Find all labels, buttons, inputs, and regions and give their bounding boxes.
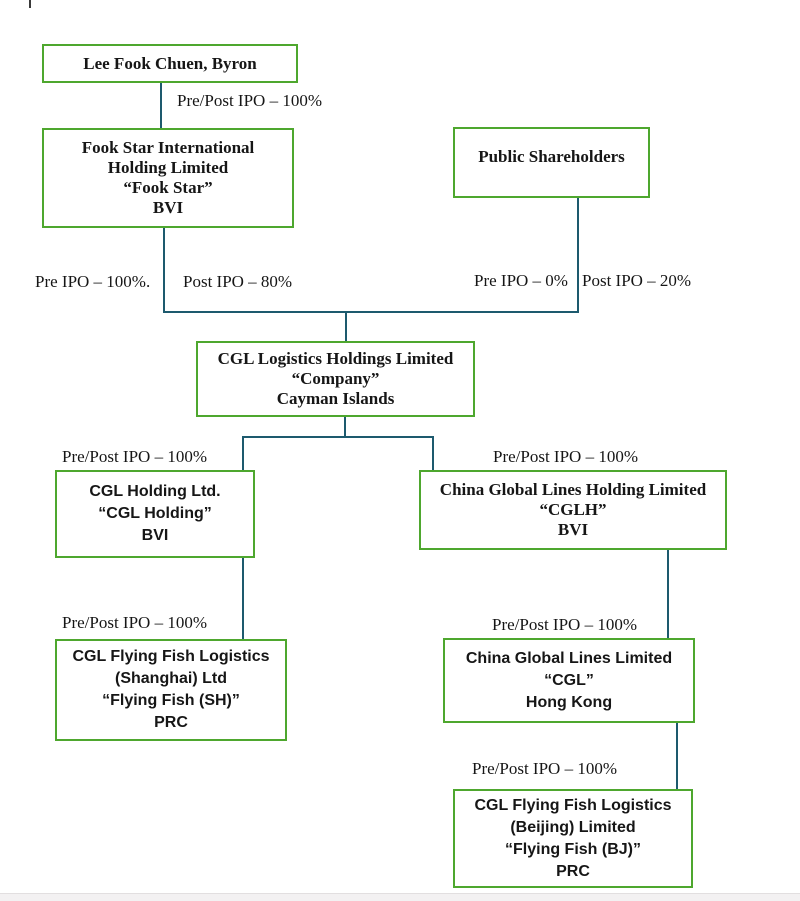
node-text-line: (Shanghai) Ltd bbox=[115, 670, 227, 687]
node-text-line: Lee Fook Chuen, Byron bbox=[83, 53, 257, 73]
edge-label-hk-to-bj: Pre/Post IPO – 100% bbox=[472, 759, 617, 778]
connector-stub-company-top bbox=[345, 311, 347, 341]
node-china-global-lines-holding: China Global Lines Holding Limited “CGLH… bbox=[419, 470, 727, 550]
node-text-line: PRC bbox=[154, 714, 188, 731]
page-bottom-band bbox=[0, 893, 800, 901]
node-text-line: CGL Logistics Holdings Limited bbox=[217, 349, 454, 368]
node-text-line: Cayman Islands bbox=[276, 389, 395, 408]
edge-label-company-to-cglh: Pre/Post IPO – 100% bbox=[493, 447, 638, 466]
connector-split-horizontal bbox=[242, 436, 434, 438]
node-text-line: “Flying Fish (SH)” bbox=[102, 692, 240, 709]
node-text-line: China Global Lines Holding Limited bbox=[439, 480, 707, 499]
connector-cglholding-to-flyingfish-sh bbox=[242, 557, 244, 639]
edge-label-company-to-cglholding: Pre/Post IPO – 100% bbox=[62, 447, 207, 466]
node-cgl-logistics-holdings: CGL Logistics Holdings Limited “Company”… bbox=[196, 341, 475, 417]
node-text-line: “Fook Star” bbox=[123, 178, 213, 197]
edge-label-cglh-to-hk: Pre/Post IPO – 100% bbox=[492, 615, 637, 634]
edge-label-fook-pre-ipo: Pre IPO – 100%. bbox=[35, 272, 151, 291]
connector-company-down bbox=[344, 416, 346, 438]
node-flying-fish-shanghai: CGL Flying Fish Logistics (Shanghai) Ltd… bbox=[55, 639, 287, 741]
edge-label-public-post-ipo: Post IPO – 20% bbox=[582, 271, 692, 290]
node-text-line: Fook Star International bbox=[81, 138, 255, 157]
node-text-line: CGL Holding Ltd. bbox=[89, 483, 221, 500]
node-public-shareholders: Public Shareholders bbox=[453, 127, 650, 198]
node-flying-fish-beijing: CGL Flying Fish Logistics (Beijing) Limi… bbox=[453, 789, 693, 888]
node-text-line: BVI bbox=[557, 520, 589, 539]
connector-split-to-cglh bbox=[432, 436, 434, 470]
node-text-line: BVI bbox=[152, 198, 184, 217]
node-text-line: Public Shareholders bbox=[478, 146, 625, 166]
node-text-line: “Flying Fish (BJ)” bbox=[505, 840, 641, 858]
node-text-line: “CGL Holding” bbox=[98, 505, 212, 522]
node-text-line: Hong Kong bbox=[525, 693, 613, 711]
node-lee-fook-chuen: Lee Fook Chuen, Byron bbox=[42, 44, 298, 83]
node-cgl-holding: CGL Holding Ltd. “CGL Holding” BVI bbox=[55, 470, 255, 558]
connector-cgl-hk-to-flyingfish-bj bbox=[676, 722, 678, 789]
connector-fookstar-down bbox=[163, 227, 165, 313]
edge-label-public-pre-ipo: Pre IPO – 0% bbox=[474, 271, 568, 290]
node-text-line: Holding Limited bbox=[107, 158, 229, 177]
connector-cglh-to-cgl-hk bbox=[667, 549, 669, 638]
edge-label-fook-post-ipo: Post IPO – 80% bbox=[183, 272, 293, 291]
connector-split-to-cglholding bbox=[242, 436, 244, 470]
node-china-global-lines-limited: China Global Lines Limited “CGL” Hong Ko… bbox=[443, 638, 695, 723]
edge-label-lee-to-fook: Pre/Post IPO – 100% bbox=[177, 91, 322, 110]
connector-lee-to-fookstar bbox=[160, 83, 162, 128]
cursor-artifact bbox=[29, 0, 31, 8]
node-text-line: “CGL” bbox=[544, 671, 594, 689]
node-fook-star: Fook Star International Holding Limited … bbox=[42, 128, 294, 228]
node-text-line: PRC bbox=[556, 862, 590, 880]
node-text-line: “CGLH” bbox=[539, 500, 607, 519]
node-text-line: BVI bbox=[141, 527, 169, 544]
node-text-line: CGL Flying Fish Logistics bbox=[474, 796, 672, 814]
connector-horizontal-to-company bbox=[163, 311, 579, 313]
node-text-line: China Global Lines Limited bbox=[465, 649, 673, 667]
node-text-line: CGL Flying Fish Logistics bbox=[72, 648, 270, 665]
node-text-line: “Company” bbox=[291, 369, 380, 388]
node-text-line: (Beijing) Limited bbox=[510, 818, 636, 836]
connector-public-down bbox=[577, 197, 579, 313]
edge-label-cglholding-to-sh: Pre/Post IPO – 100% bbox=[62, 613, 207, 632]
